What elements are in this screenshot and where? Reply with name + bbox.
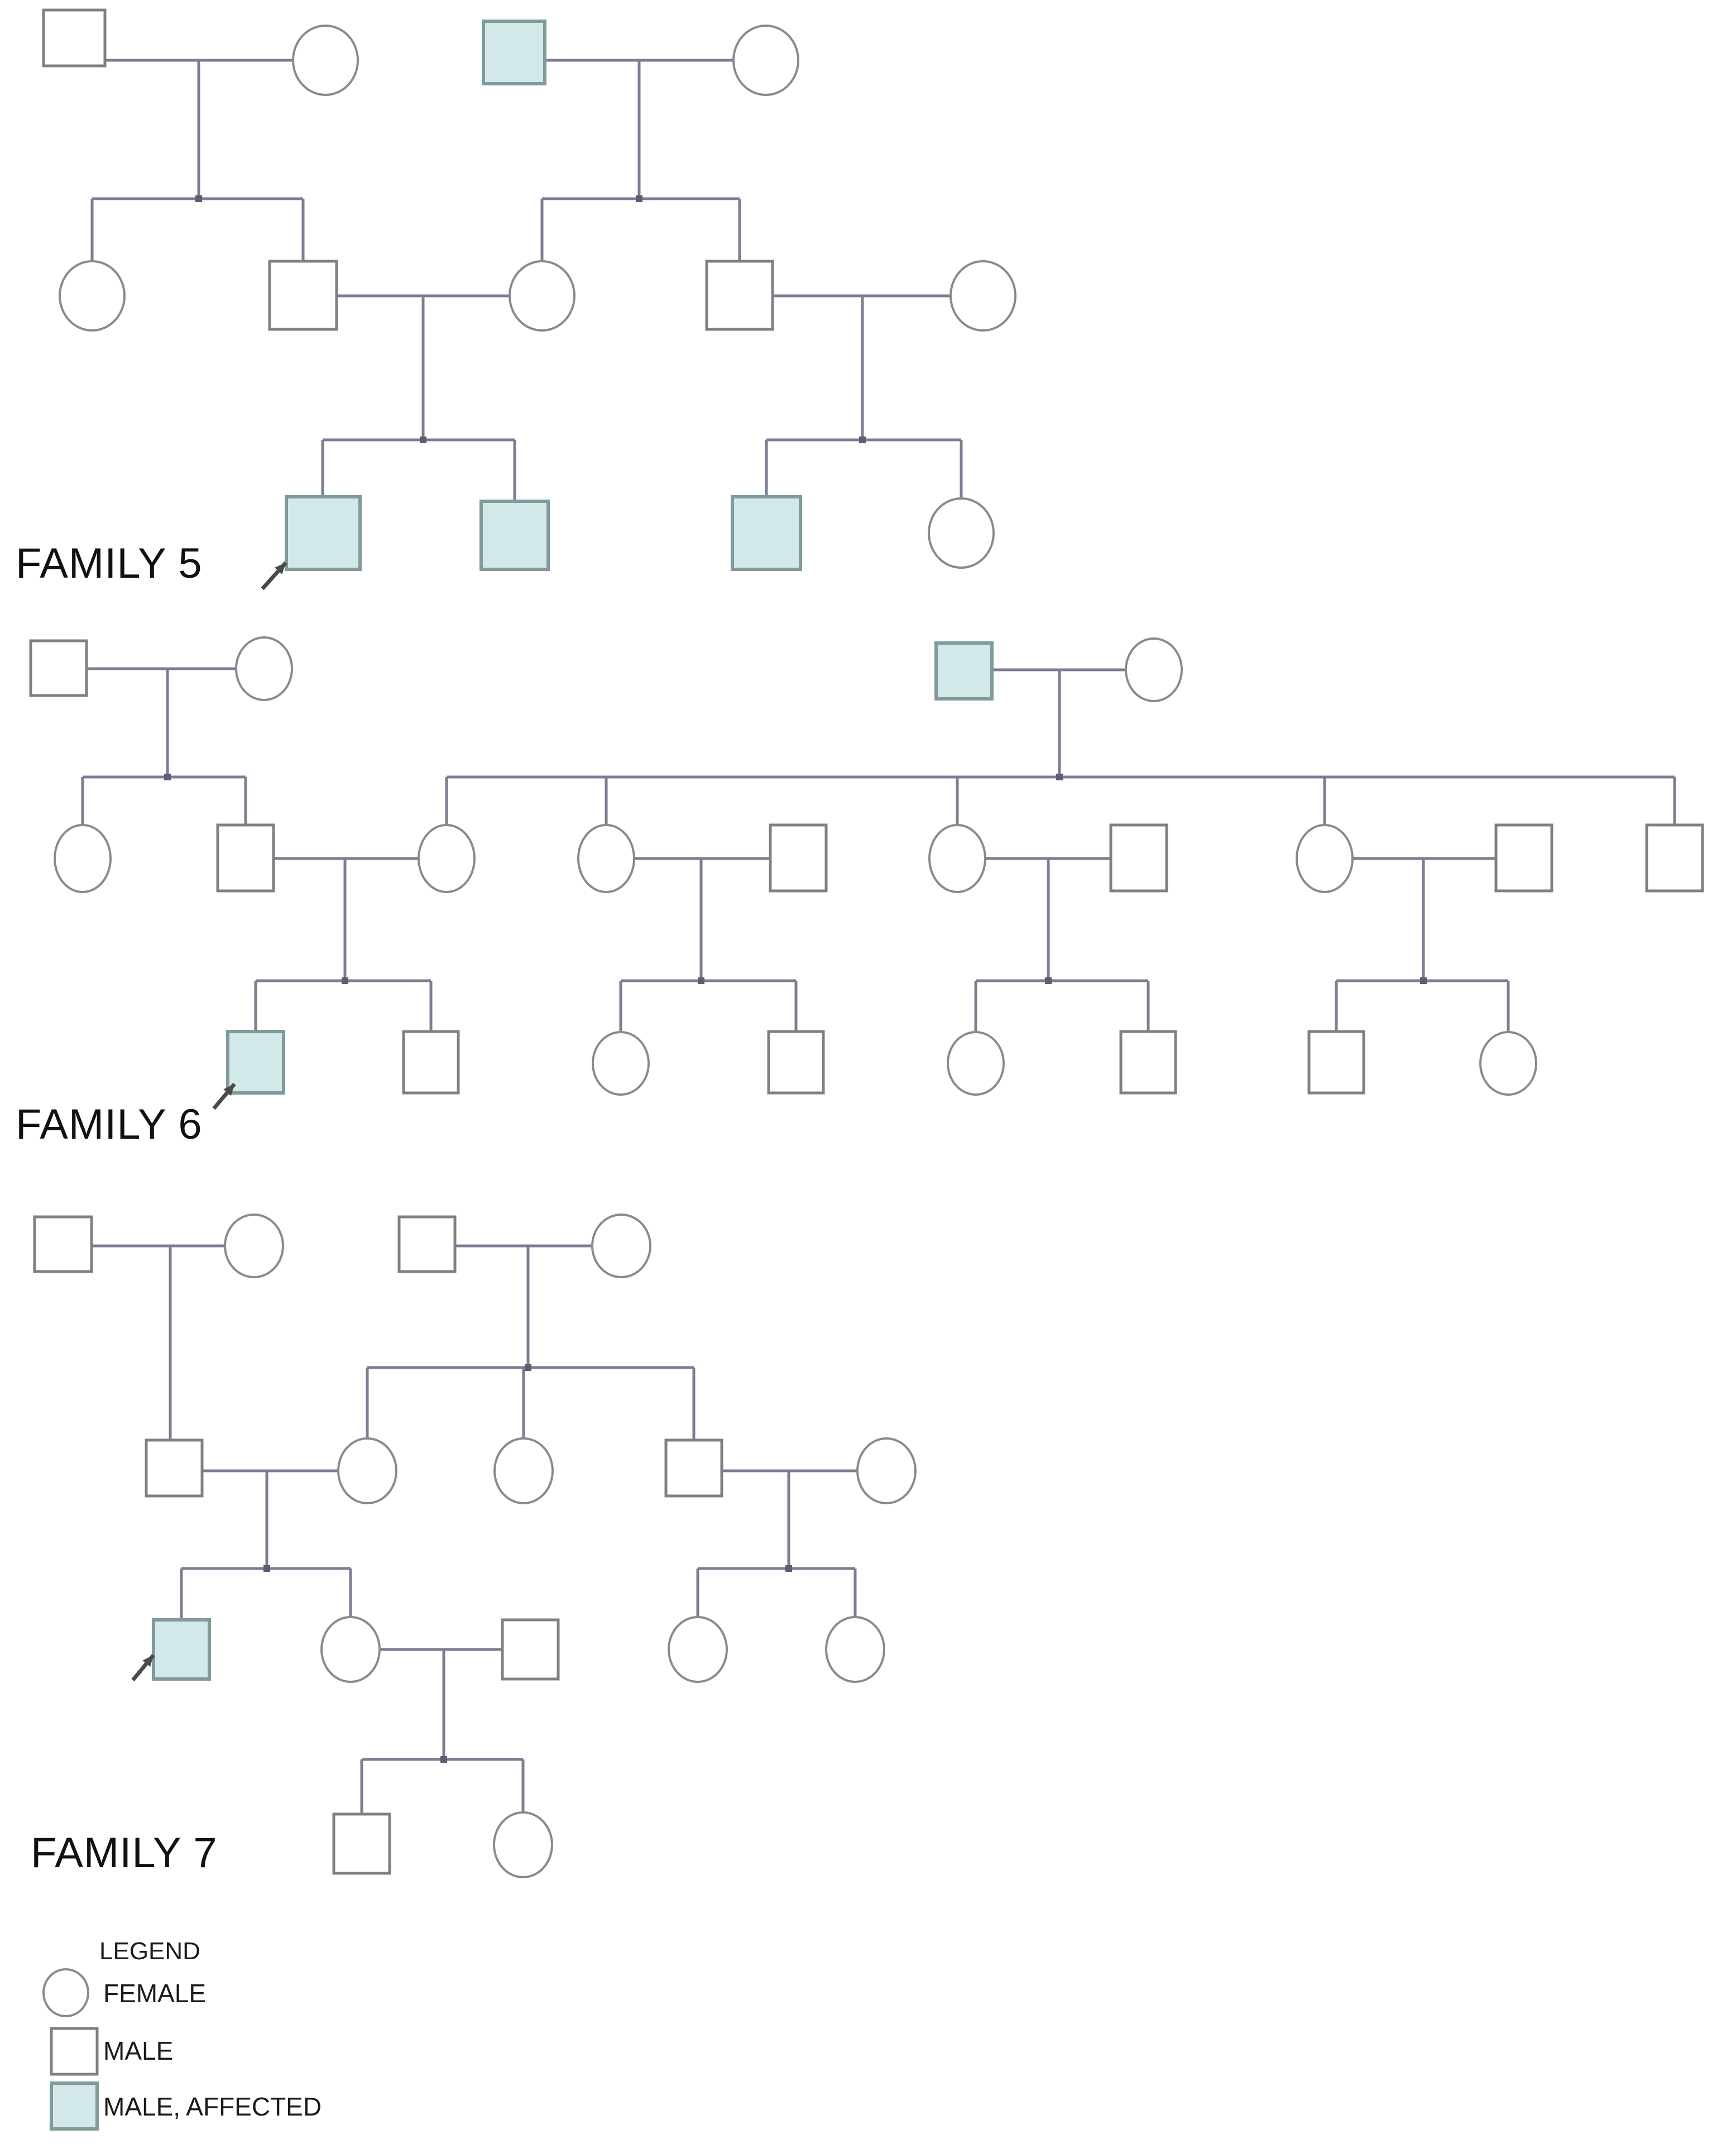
individual-male-affected-f5-i11[interactable]: [479, 500, 550, 571]
junction-dot: [1420, 977, 1427, 984]
family-label-family-5: FAMILY 5: [16, 540, 203, 587]
family-label-family-7: FAMILY 7: [31, 1829, 218, 1877]
junction-dot: [636, 195, 642, 202]
individual-female-f7-i16[interactable]: [493, 1811, 553, 1878]
individual-female-f5-i7[interactable]: [509, 260, 576, 332]
individual-male-f7-i3[interactable]: [397, 1215, 457, 1273]
individual-male-f7-i8[interactable]: [664, 1438, 723, 1498]
individual-female-f7-i6[interactable]: [337, 1437, 397, 1504]
individual-female-f6-i19[interactable]: [947, 1031, 1005, 1096]
individual-female-f5-i5[interactable]: [59, 260, 126, 332]
individual-female-f5-i4[interactable]: [732, 25, 799, 96]
individual-female-f7-i14[interactable]: [825, 1616, 885, 1683]
junction-dot: [263, 1565, 270, 1572]
legend-female-icon: [42, 1968, 89, 2017]
legend-group: LEGEND FEMALE MALE MALE, AFFECTED: [42, 1937, 322, 2131]
individuals-group: [42, 8, 1016, 571]
individuals-group: [33, 1214, 917, 1878]
individual-male-affected-f5-i3[interactable]: [482, 20, 546, 85]
individual-female-f6-i4[interactable]: [1125, 637, 1183, 702]
individual-female-f7-i7[interactable]: [493, 1437, 554, 1504]
individual-female-f7-i4[interactable]: [591, 1214, 651, 1278]
individual-male-affected-f6-i15[interactable]: [226, 1030, 285, 1095]
junction-dot: [1056, 774, 1063, 780]
individual-male-f7-i5[interactable]: [145, 1438, 204, 1498]
individual-female-f6-i7[interactable]: [418, 824, 476, 893]
individual-male-f6-i21[interactable]: [1307, 1030, 1365, 1095]
individual-female-f7-i2[interactable]: [224, 1214, 284, 1278]
legend-male-icon: [50, 2027, 99, 2076]
individual-male-f6-i13[interactable]: [1494, 823, 1553, 893]
legend-item-legend-female: FEMALE: [42, 1968, 206, 2017]
individual-male-f6-i20[interactable]: [1119, 1030, 1177, 1095]
individual-male-f6-i16[interactable]: [402, 1030, 460, 1095]
junction-dot: [698, 977, 704, 984]
arrow-head: [223, 1084, 234, 1096]
legend-label: FEMALE: [103, 1979, 206, 2008]
proband-arrow-icon: [212, 1082, 236, 1110]
family-group-family-5: FAMILY 5: [16, 8, 1016, 591]
individual-male-f5-i8[interactable]: [705, 260, 774, 331]
individual-male-f6-i1[interactable]: [29, 639, 88, 697]
junction-dot: [164, 774, 171, 780]
individual-female-f5-i13[interactable]: [928, 497, 995, 569]
junction-dot: [420, 437, 426, 443]
individual-male-f5-i6[interactable]: [268, 260, 338, 331]
junction-dot: [342, 977, 348, 984]
individual-male-f5-i1[interactable]: [42, 8, 107, 68]
individual-male-f6-i9[interactable]: [769, 823, 828, 893]
individual-male-affected-f7-i10[interactable]: [152, 1618, 211, 1681]
individual-female-f5-i2[interactable]: [292, 25, 359, 96]
junction-dot: [195, 195, 202, 202]
connection-lines: [92, 1244, 857, 1814]
family-group-family-7: FAMILY 7: [31, 1214, 917, 1878]
individual-male-f6-i18[interactable]: [767, 1030, 825, 1095]
family-label-family-6: FAMILY 6: [16, 1101, 203, 1148]
legend-title: LEGEND: [99, 1937, 200, 1965]
individual-female-f6-i22[interactable]: [1479, 1031, 1537, 1096]
individuals-group: [29, 636, 1704, 1096]
individual-female-f6-i10[interactable]: [928, 824, 986, 893]
family-group-family-6: FAMILY 6: [16, 636, 1704, 1148]
individual-female-f6-i17[interactable]: [592, 1031, 650, 1096]
legend-male-affected-icon: [50, 2081, 99, 2131]
junction-dot: [1045, 977, 1052, 984]
legend-item-legend-male-affected: MALE, AFFECTED: [50, 2081, 322, 2131]
proband-arrow-icon: [261, 561, 287, 591]
junction-dot: [785, 1565, 792, 1572]
individual-female-f7-i9[interactable]: [856, 1437, 917, 1504]
individual-female-f7-i13[interactable]: [668, 1616, 728, 1683]
junction-dot: [859, 437, 866, 443]
individual-female-f6-i5[interactable]: [54, 824, 112, 893]
arrow-head: [142, 1655, 154, 1667]
individual-male-f7-i1[interactable]: [33, 1215, 93, 1273]
legend-label: MALE, AFFECTED: [103, 2092, 322, 2121]
junction-dot: [440, 1756, 447, 1763]
arrow-head: [274, 563, 286, 574]
individual-male-affected-f5-i10[interactable]: [285, 495, 362, 571]
individual-male-f6-i14[interactable]: [1645, 823, 1704, 893]
families-layer: FAMILY 5 FAMILY 6 FAMILY 7: [16, 8, 1704, 1878]
individual-male-f7-i12[interactable]: [501, 1618, 560, 1681]
legend-item-legend-male: MALE: [50, 2027, 173, 2076]
individual-female-f6-i2[interactable]: [235, 636, 293, 701]
individual-female-f7-i11[interactable]: [320, 1616, 381, 1683]
junction-dot: [525, 1364, 531, 1371]
individual-female-f6-i8[interactable]: [577, 824, 635, 893]
individual-male-f7-i15[interactable]: [332, 1812, 391, 1875]
individual-male-affected-f5-i12[interactable]: [731, 495, 802, 571]
individual-male-affected-f6-i3[interactable]: [934, 641, 994, 701]
legend-label: MALE: [103, 2036, 173, 2065]
individual-female-f5-i9[interactable]: [949, 260, 1016, 332]
individual-male-f6-i6[interactable]: [216, 823, 275, 893]
proband-arrow-icon: [131, 1653, 155, 1682]
individual-female-f6-i12[interactable]: [1296, 824, 1354, 893]
individual-male-f6-i11[interactable]: [1109, 823, 1168, 893]
